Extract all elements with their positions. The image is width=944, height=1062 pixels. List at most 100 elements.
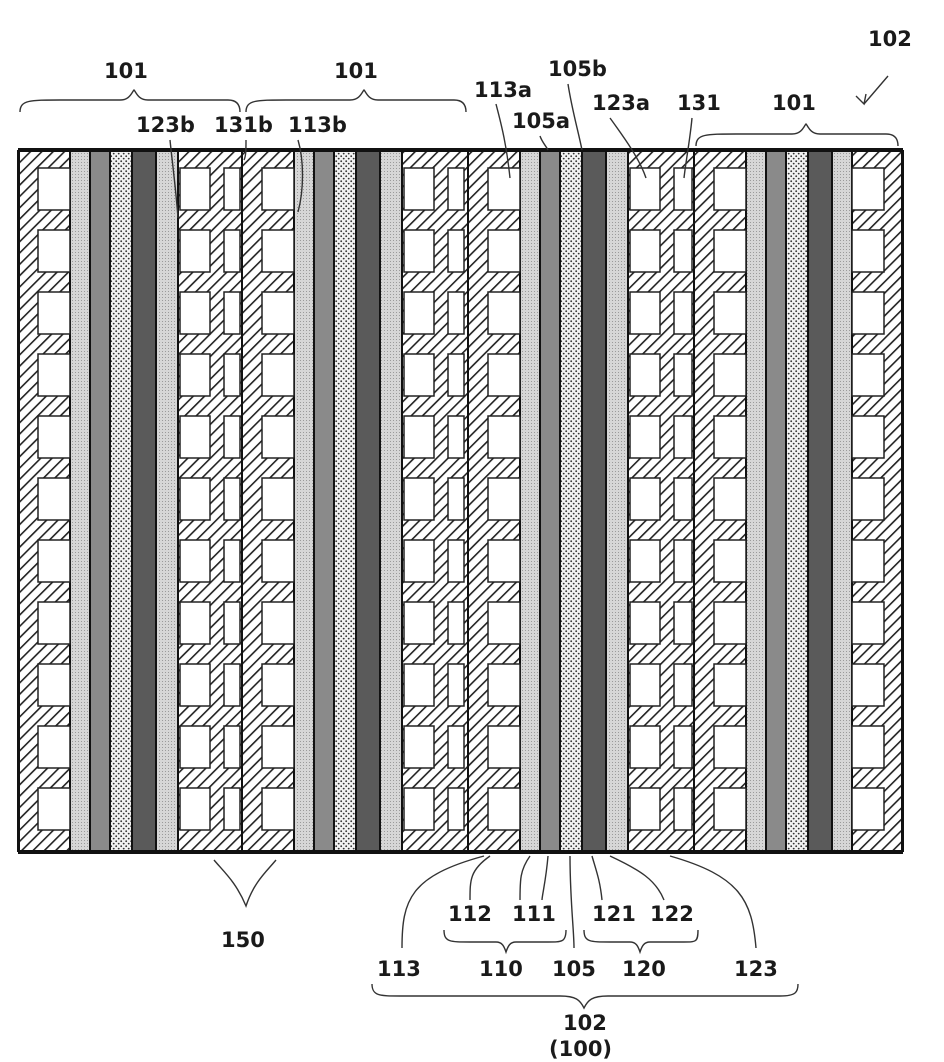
channel-123a <box>180 168 210 210</box>
membrane <box>334 150 356 852</box>
catalyst-layer <box>132 150 156 852</box>
channel-123a <box>404 726 434 768</box>
brace-110 <box>444 930 566 952</box>
channel <box>38 292 70 334</box>
layer-boundary <box>467 150 469 852</box>
label-111: 111 <box>512 902 556 926</box>
channel-123a <box>180 726 210 768</box>
diffusion-layer <box>746 150 766 852</box>
channel-123a <box>180 354 210 396</box>
channel <box>38 354 70 396</box>
right-border <box>901 150 904 852</box>
channel <box>38 726 70 768</box>
channel <box>38 230 70 272</box>
membrane <box>110 150 132 852</box>
label-cell-right: 101 <box>772 91 816 115</box>
channel <box>852 602 884 644</box>
catalyst-layer-111 <box>540 150 560 852</box>
coolant-channel-131 <box>674 602 692 644</box>
layer-boundary <box>831 150 833 852</box>
channel <box>852 478 884 520</box>
coolant-channel-131 <box>448 664 464 706</box>
channel-123a <box>404 478 434 520</box>
channel-113a <box>262 540 294 582</box>
label-cell-left: 101 <box>104 59 148 83</box>
coolant-channel-131 <box>674 292 692 334</box>
channel-123a <box>180 664 210 706</box>
channel-113a <box>488 788 520 830</box>
channel <box>852 726 884 768</box>
label-105: 105 <box>552 957 596 981</box>
coolant-channel-131 <box>448 540 464 582</box>
coolant-channel-131 <box>224 292 240 334</box>
brace-150 <box>214 860 276 906</box>
catalyst-layer <box>90 150 110 852</box>
label-123: 123 <box>734 957 778 981</box>
channel-113a <box>714 168 746 210</box>
label-stack-top: 102 <box>868 27 912 51</box>
channel-123a <box>404 664 434 706</box>
membrane-105 <box>560 150 582 852</box>
catalyst-layer-121 <box>582 150 606 852</box>
channel-113a <box>714 416 746 458</box>
coolant-channel-131 <box>224 478 240 520</box>
channel <box>852 292 884 334</box>
channel-113a <box>714 602 746 644</box>
leader-112 <box>470 856 490 900</box>
channel-123a <box>404 168 434 210</box>
layer-boundary <box>765 150 767 852</box>
catalyst-layer <box>314 150 334 852</box>
label-113: 113 <box>377 957 421 981</box>
brace-cell-middle <box>246 90 466 112</box>
layer-boundary <box>693 150 695 852</box>
label-131b: 131b <box>214 113 273 137</box>
label-120: 120 <box>622 957 666 981</box>
channel-123a <box>630 664 660 706</box>
channel <box>38 540 70 582</box>
channel-123a <box>180 540 210 582</box>
label-112: 112 <box>448 902 492 926</box>
channel-123a <box>180 416 210 458</box>
channel <box>38 602 70 644</box>
channel-123a <box>404 540 434 582</box>
brace-120 <box>584 930 698 952</box>
channel-113a <box>262 602 294 644</box>
coolant-channel-131 <box>224 726 240 768</box>
channel <box>852 540 884 582</box>
channel-113a <box>488 602 520 644</box>
channel-123a <box>630 478 660 520</box>
channel <box>852 230 884 272</box>
channel <box>38 168 70 210</box>
channel <box>852 788 884 830</box>
diffusion-layer <box>380 150 402 852</box>
diffusion-layer-122 <box>606 150 628 852</box>
coolant-channel-131 <box>224 168 240 210</box>
label-cell-middle: 101 <box>334 59 378 83</box>
coolant-channel-131 <box>224 354 240 396</box>
layer-boundary <box>379 150 381 852</box>
catalyst-layer <box>766 150 786 852</box>
coolant-channel-131 <box>674 788 692 830</box>
channel-123a <box>180 292 210 334</box>
coolant-channel-131 <box>674 540 692 582</box>
channel-113a <box>714 788 746 830</box>
channel <box>38 416 70 458</box>
channel-113a <box>488 354 520 396</box>
channel-113a <box>262 168 294 210</box>
membrane <box>786 150 808 852</box>
coolant-channel-131 <box>674 354 692 396</box>
channel-123a <box>630 540 660 582</box>
coolant-channel-131 <box>448 602 464 644</box>
label-110: 110 <box>479 957 523 981</box>
leader-111b <box>542 856 548 900</box>
top-border <box>18 148 903 152</box>
channel-123a <box>630 726 660 768</box>
leader-111 <box>520 856 530 900</box>
channel-113a <box>262 292 294 334</box>
coolant-channel-131 <box>674 168 692 210</box>
layer-boundary <box>155 150 157 852</box>
coolant-channel-131 <box>224 602 240 644</box>
coolant-channel-131 <box>448 168 464 210</box>
channel-113a <box>262 354 294 396</box>
